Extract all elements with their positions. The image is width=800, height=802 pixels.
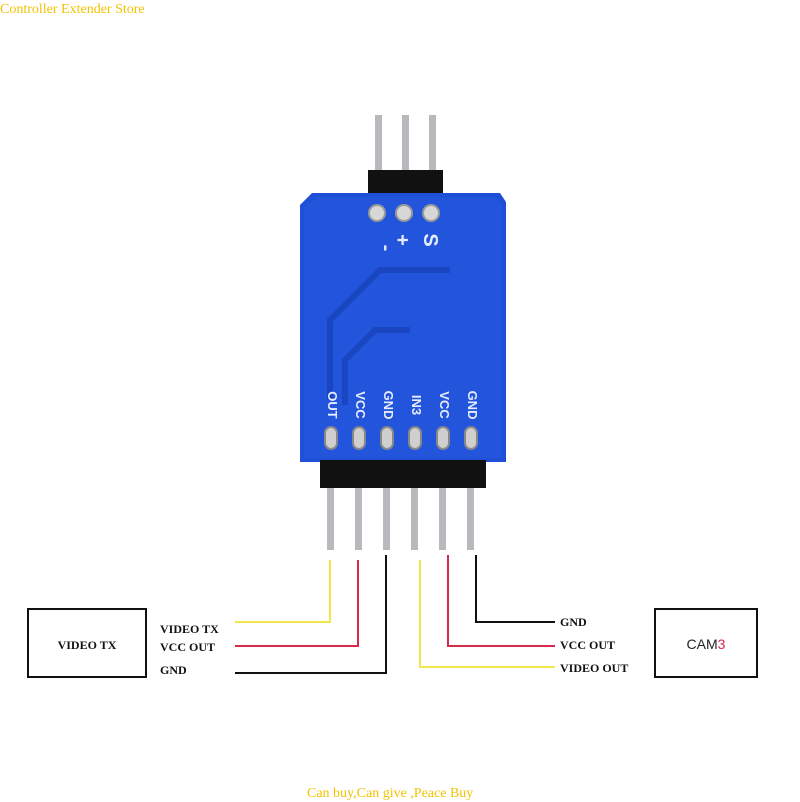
- store-watermark-bottom: Can buy,Can give ,Peace Buy: [307, 786, 474, 801]
- bottom-pin-labels: OUT VCC GND IN3 VCC GND: [325, 391, 480, 420]
- svg-text:CAM3: CAM3: [687, 636, 726, 652]
- video-tx-box-title: VIDEO TX: [58, 638, 117, 652]
- wire-label: VIDEO TX: [160, 622, 219, 636]
- top-pin-label: -: [375, 245, 397, 252]
- wire-label: GND: [560, 615, 587, 629]
- top-pin-labels: - + S: [375, 233, 441, 251]
- wire-label: VIDEO OUT: [560, 661, 628, 675]
- bottom-pin-label: IN3: [409, 395, 424, 415]
- cam-box-title-suffix: 3: [718, 636, 726, 652]
- left-wires: [235, 555, 387, 674]
- store-watermark-top: Controller Extender Store: [0, 2, 145, 17]
- splitter-board: - + S OUT VCC GND IN3 VCC GND: [300, 193, 506, 462]
- top-pin-label: +: [391, 234, 413, 246]
- bottom-pin-label: GND: [465, 391, 480, 420]
- wire-label: GND: [160, 663, 187, 677]
- top-header-pins: [368, 115, 443, 198]
- right-wires: [419, 555, 555, 668]
- cam-box-title: CAM: [687, 636, 718, 652]
- video-tx-box: VIDEO TX: [27, 608, 147, 678]
- wire-label: VCC OUT: [160, 640, 215, 654]
- bottom-pin-label: VCC: [437, 391, 452, 419]
- cam-box: CAM3: [654, 608, 758, 678]
- bottom-header-pins: [320, 460, 486, 550]
- bottom-pin-label: VCC: [353, 391, 368, 419]
- bottom-pin-label: GND: [381, 391, 396, 420]
- wire-label: VCC OUT: [560, 638, 615, 652]
- top-pin-label: S: [419, 233, 441, 246]
- bottom-pin-label: OUT: [325, 391, 340, 419]
